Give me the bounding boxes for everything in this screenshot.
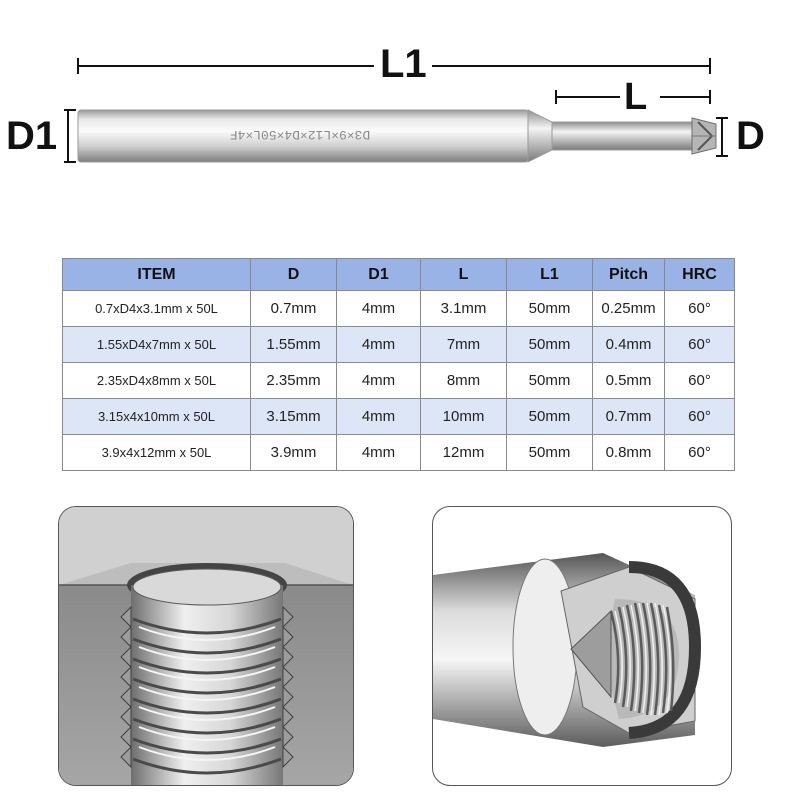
cell-l: 12mm [420, 434, 507, 471]
header-pitch: Pitch [592, 258, 665, 291]
cell-hrc: 60° [664, 326, 735, 363]
cell-l1: 50mm [506, 398, 593, 435]
header-l1: L1 [506, 258, 593, 291]
d-label: D [736, 114, 765, 158]
header-item: ITEM [62, 258, 251, 291]
cell-d: 3.9mm [250, 434, 337, 471]
header-hrc: HRC [664, 258, 735, 291]
cell-d1: 4mm [336, 290, 421, 327]
cell-l: 7mm [420, 326, 507, 363]
d-dimension-bracket [716, 117, 728, 157]
l1-label: L1 [380, 42, 427, 86]
cell-pitch: 0.5mm [592, 362, 665, 399]
cell-d: 0.7mm [250, 290, 337, 327]
internal-thread-cross-section-illustration [59, 507, 353, 785]
cell-l: 10mm [420, 398, 507, 435]
thread-mill-cutaway-panel [432, 506, 732, 786]
cell-item: 0.7xD4x3.1mm x 50L [62, 290, 251, 327]
thread-mill-body [77, 109, 717, 163]
l-dimension-line [555, 90, 711, 104]
header-d1: D1 [336, 258, 421, 291]
cell-d: 3.15mm [250, 398, 337, 435]
d1-dimension-bracket [64, 109, 76, 163]
table-row: 3.9x4x12mm x 50L 3.9mm 4mm 12mm 50mm 0.8… [62, 434, 735, 471]
cell-d1: 4mm [336, 362, 421, 399]
table-row: 1.55xD4x7mm x 50L 1.55mm 4mm 7mm 50mm 0.… [62, 326, 735, 363]
cell-d: 2.35mm [250, 362, 337, 399]
cutaway-thread-lines [609, 602, 675, 716]
l1-dimension-line [77, 58, 711, 74]
thread-mill-tool-drawing: D3×9×L12×D4×50L×4F [64, 58, 728, 163]
cell-pitch: 0.8mm [592, 434, 665, 471]
cell-l1: 50mm [506, 290, 593, 327]
cell-pitch: 0.25mm [592, 290, 665, 327]
cell-pitch: 0.4mm [592, 326, 665, 363]
shank-engraving: D3×9×L12×D4×50L×4F [230, 127, 370, 142]
thread-mill-dimension-diagram: D3×9×L12×D4×50L×4F L1 L D1 D [0, 0, 800, 210]
cell-hrc: 60° [664, 398, 735, 435]
l-label: L [624, 76, 648, 118]
cell-l1: 50mm [506, 362, 593, 399]
cell-item: 3.9x4x12mm x 50L [62, 434, 251, 471]
cell-pitch: 0.7mm [592, 398, 665, 435]
table-row: 3.15x4x10mm x 50L 3.15mm 4mm 10mm 50mm 0… [62, 398, 735, 435]
internal-thread-section-panel [58, 506, 354, 786]
cell-d1: 4mm [336, 398, 421, 435]
thread-mill-cutaway-illustration [433, 553, 702, 747]
cell-item: 1.55xD4x7mm x 50L [62, 326, 251, 363]
cell-d1: 4mm [336, 434, 421, 471]
table-row: 0.7xD4x3.1mm x 50L 0.7mm 4mm 3.1mm 50mm … [62, 290, 735, 327]
thread-rings [132, 617, 282, 775]
header-l: L [420, 258, 507, 291]
d1-label: D1 [6, 114, 58, 158]
cell-hrc: 60° [664, 290, 735, 327]
cell-item: 2.35xD4x8mm x 50L [62, 362, 251, 399]
specification-table: ITEM D D1 L L1 Pitch HRC 0.7xD4x3.1mm x … [62, 258, 735, 471]
cell-d: 1.55mm [250, 326, 337, 363]
cell-l1: 50mm [506, 434, 593, 471]
cell-l: 8mm [420, 362, 507, 399]
cell-l1: 50mm [506, 326, 593, 363]
table-row: 2.35xD4x8mm x 50L 2.35mm 4mm 8mm 50mm 0.… [62, 362, 735, 399]
cell-hrc: 60° [664, 434, 735, 471]
cell-l: 3.1mm [420, 290, 507, 327]
table-header-row: ITEM D D1 L L1 Pitch HRC [62, 258, 735, 291]
cell-d1: 4mm [336, 326, 421, 363]
header-d: D [250, 258, 337, 291]
cell-hrc: 60° [664, 362, 735, 399]
cell-item: 3.15x4x10mm x 50L [62, 398, 251, 435]
